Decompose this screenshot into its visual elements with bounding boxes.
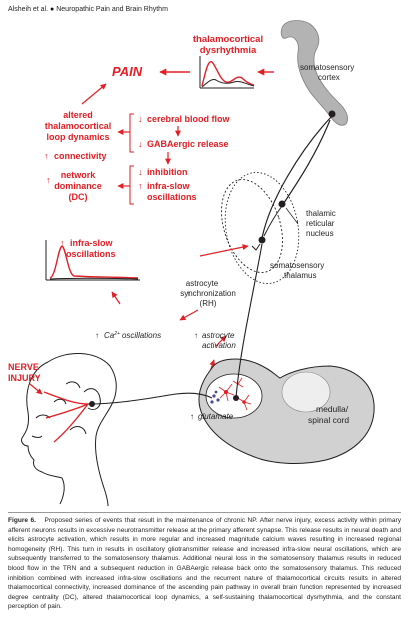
cortical-neuron-soma xyxy=(328,110,336,118)
thalamic-neuron-soma xyxy=(258,236,266,244)
dysrhythmia-spectrum-plot xyxy=(199,56,255,89)
caption-text: Proposed series of events that result in… xyxy=(8,517,401,611)
thalamic-label-1: thalamic xyxy=(306,209,336,218)
astro-sync-label-1: astrocyte xyxy=(186,279,219,288)
bracket-upper xyxy=(129,113,134,153)
trn-pointer-line xyxy=(285,207,299,225)
primary-afferent-axon xyxy=(87,392,213,405)
spinothalamic-tract xyxy=(235,243,263,399)
glutamate-vesicles xyxy=(210,390,220,404)
arrow-nerve-injury xyxy=(29,383,43,395)
inhibition-label: inhibition xyxy=(147,167,188,177)
arrow-altered-to-pain xyxy=(81,83,107,105)
medulla-label-1: medulla/ xyxy=(316,404,349,414)
trigeminal-ganglion xyxy=(89,401,95,407)
connectivity-label: connectivity xyxy=(54,151,107,161)
glutamate-up-arrow: ↑ xyxy=(190,412,194,421)
thalamocortical-label: thalamocortical xyxy=(193,34,263,45)
infra-slow-label-2: oscillations xyxy=(147,192,197,202)
infra-slow2-label-1: infra-slow xyxy=(70,238,114,248)
ca-oscillations-label: Ca2+oscillations xyxy=(104,331,161,340)
cerebral-blood-flow-label: cerebral blood flow xyxy=(147,114,231,124)
caption-divider xyxy=(8,512,401,513)
infra-slow-label-1: infra-slow xyxy=(147,181,191,191)
nerve-injury-label-2: INJURY xyxy=(8,373,41,383)
astro-sync-up-arrow: ↑ xyxy=(186,289,190,298)
ca-up-arrow: ↑ xyxy=(95,331,99,340)
astro-sync-label-3: (RH) xyxy=(200,299,217,308)
astro-sync-label-2: synchronization xyxy=(180,289,236,298)
infra-slow2-label-2: oscillations xyxy=(66,249,116,259)
figure-diagram: thalamocortical dysrhythmia PAIN somatos… xyxy=(8,20,375,507)
dorsal-horn-contralateral xyxy=(281,371,331,413)
astro-act-label-1: astrocyte xyxy=(202,331,235,340)
somatosensory-thalamus-label-1: somatosensory xyxy=(270,261,324,270)
caption-label: Figure 6. xyxy=(8,517,36,524)
trn-projection xyxy=(263,205,283,237)
arrow-oscillations-to-thalamus xyxy=(199,244,249,257)
corticothalamic-axon xyxy=(281,119,331,207)
infra-slow-up-arrow: ↑ xyxy=(138,181,143,191)
somatosensory-cortex-label-2: cortex xyxy=(318,73,340,82)
header-journal: Neuropathic Pain and Brain Rhythm xyxy=(56,6,168,13)
altered-label-1: altered xyxy=(63,110,93,120)
altered-label-3: loop dynamics xyxy=(46,132,109,142)
medulla-label-2: spinal cord xyxy=(308,415,349,425)
connectivity-up-arrow: ↑ xyxy=(44,151,49,161)
network-label-1: network xyxy=(61,170,97,180)
somatosensory-cortex-label-1: somatosensory xyxy=(300,63,354,72)
bracket-lower xyxy=(129,165,134,205)
network-up-arrow: ↑ xyxy=(46,175,51,185)
thalamic-label-3: nucleus xyxy=(306,229,334,238)
somatosensory-thalamus-label-2: thalamus xyxy=(284,271,316,280)
arrow-ca-to-infra-slow xyxy=(111,291,121,305)
astrocyte-cluster xyxy=(218,377,252,411)
arrow-activation-to-sync xyxy=(215,335,227,347)
arrow-sync-to-ca xyxy=(179,309,199,321)
thalamus-outline xyxy=(224,172,300,284)
infra-slow2-up-arrow: ↑ xyxy=(60,238,65,248)
altered-label-2: thalamocortical xyxy=(45,121,112,131)
network-label-2: dominance xyxy=(54,181,102,191)
trn-neuron-soma xyxy=(278,200,286,208)
trigeminal-nerve xyxy=(43,391,89,443)
dysrhythmia-label: dysrhythmia xyxy=(200,45,257,56)
figure-caption: Figure 6. Proposed series of events that… xyxy=(8,516,401,612)
inhibition-down-arrow: ↓ xyxy=(138,167,143,177)
cortex-gyri-shape xyxy=(280,20,348,126)
thalamic-reticular-nucleus-outline xyxy=(221,179,283,273)
header-authors: Alsheih et al. xyxy=(8,6,49,13)
gaba-release-label: GABAergic release xyxy=(147,139,229,149)
infra-slow-spectrum-plot xyxy=(45,240,140,281)
dorsal-horn-neuron xyxy=(233,395,239,401)
synapse-mark xyxy=(251,243,261,251)
astro-act-up-arrow: ↑ xyxy=(194,331,198,340)
blood-flow-down-arrow: ↓ xyxy=(138,114,143,124)
nerve-injury-label-1: NERVE xyxy=(8,362,39,372)
gaba-down-arrow: ↓ xyxy=(138,139,143,149)
pain-label: PAIN xyxy=(112,64,143,79)
network-label-3: (DC) xyxy=(69,192,88,202)
running-header: Alsheih et al. ● Neuropathic Pain and Br… xyxy=(8,6,168,13)
glutamate-label: glutamate xyxy=(198,412,234,421)
thalamic-label-2: reticular xyxy=(306,219,335,228)
astro-act-label-2: activation xyxy=(202,341,236,350)
thalamocortical-axon xyxy=(261,115,333,239)
header-bullet: ● xyxy=(50,6,57,13)
